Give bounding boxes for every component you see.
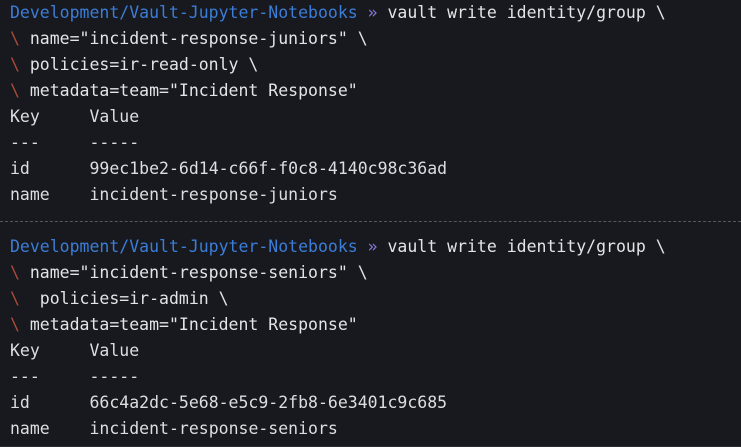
block-divider xyxy=(0,208,741,234)
prompt-path: Development/Vault-Jupyter-Notebooks xyxy=(10,237,358,256)
continuation-slash: \ xyxy=(10,289,20,308)
continuation-line: \ policies=ir-read-only \ xyxy=(0,52,741,78)
output-rule-key: --- xyxy=(10,133,40,152)
output-header-key: Key xyxy=(10,107,40,126)
output-row-id: id 66c4a2dc-5e68-e5c9-2fb8-6e3401c9c685 xyxy=(0,390,741,416)
output-row-name: name incident-response-juniors xyxy=(0,182,741,208)
continuation-line: \ policies=ir-admin \ xyxy=(0,286,741,312)
prompt-separator-icon: » xyxy=(367,237,378,256)
output-row-value: incident-response-seniors xyxy=(89,419,338,438)
continuation-slash: \ xyxy=(10,81,20,100)
continuation-slash: \ xyxy=(10,263,20,282)
output-row-key: id xyxy=(10,393,30,412)
output-row-value: 99ec1be2-6d14-c66f-f0c8-4140c98c36ad xyxy=(89,159,448,178)
output-header-value: Value xyxy=(89,341,140,360)
continuation-slash: \ xyxy=(10,29,20,48)
command-block-2: Development/Vault-Jupyter-Notebooks » va… xyxy=(0,234,741,442)
command-text: vault write identity/group \ xyxy=(387,237,666,256)
output-rule-row: --- ----- xyxy=(0,364,741,390)
output-row-key: id xyxy=(10,159,30,178)
command-block-1: Development/Vault-Jupyter-Notebooks » va… xyxy=(0,0,741,208)
output-row-key: name xyxy=(10,419,50,438)
continuation-line: \ name="incident-response-seniors" \ xyxy=(0,260,741,286)
output-row-name: name incident-response-seniors xyxy=(0,416,741,442)
divider-rule xyxy=(0,220,741,222)
output-row-value: incident-response-juniors xyxy=(89,185,338,204)
output-rule-value: ----- xyxy=(89,367,140,386)
continuation-text: policies=ir-admin \ xyxy=(19,289,229,308)
continuation-text: metadata=team="Incident Response" xyxy=(19,315,358,334)
output-rule-key: --- xyxy=(10,367,40,386)
output-header-row: Key Value xyxy=(0,104,741,130)
command-text: vault write identity/group \ xyxy=(387,3,666,22)
output-row-value: 66c4a2dc-5e68-e5c9-2fb8-6e3401c9c685 xyxy=(89,393,448,412)
continuation-text: name="incident-response-juniors" \ xyxy=(19,29,368,48)
output-row-id: id 99ec1be2-6d14-c66f-f0c8-4140c98c36ad xyxy=(0,156,741,182)
continuation-text: policies=ir-read-only \ xyxy=(19,55,259,74)
output-row-key: name xyxy=(10,185,50,204)
prompt-path: Development/Vault-Jupyter-Notebooks xyxy=(10,3,358,22)
prompt-line: Development/Vault-Jupyter-Notebooks » va… xyxy=(0,234,741,260)
output-rule-value: ----- xyxy=(89,133,140,152)
prompt-separator-icon: » xyxy=(367,3,378,22)
output-header-row: Key Value xyxy=(0,338,741,364)
continuation-slash: \ xyxy=(10,55,20,74)
continuation-line: \ metadata=team="Incident Response" xyxy=(0,312,741,338)
continuation-text: metadata=team="Incident Response" xyxy=(19,81,358,100)
output-header-value: Value xyxy=(89,107,140,126)
continuation-slash: \ xyxy=(10,315,20,334)
output-header-key: Key xyxy=(10,341,40,360)
continuation-text: name="incident-response-seniors" \ xyxy=(19,263,368,282)
continuation-line: \ metadata=team="Incident Response" xyxy=(0,78,741,104)
output-rule-row: --- ----- xyxy=(0,130,741,156)
continuation-line: \ name="incident-response-juniors" \ xyxy=(0,26,741,52)
prompt-line: Development/Vault-Jupyter-Notebooks » va… xyxy=(0,0,741,26)
